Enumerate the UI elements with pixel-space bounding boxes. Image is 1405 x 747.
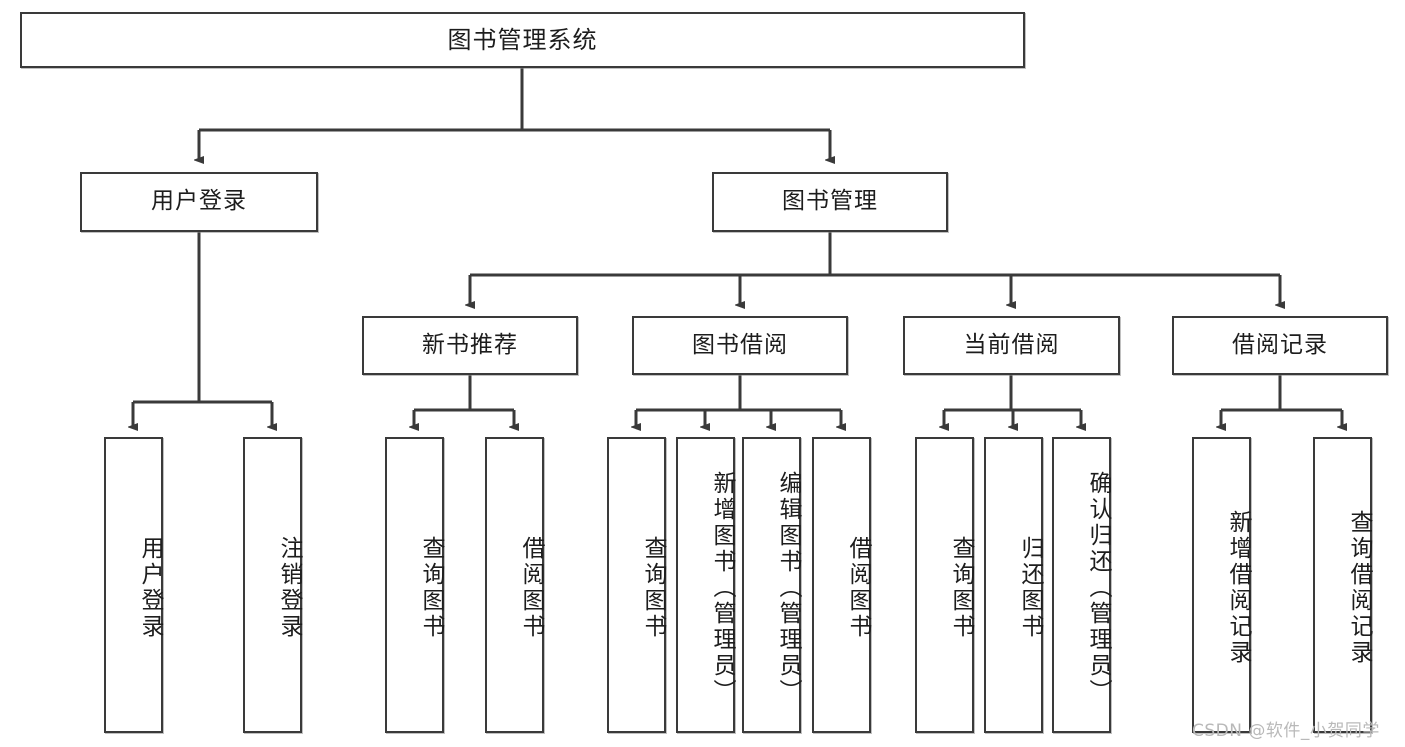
node-label: 编辑图书（管理员） — [775, 471, 801, 705]
node-leaf-query-book-2[interactable]: 查询图书 — [607, 437, 666, 733]
node-borrow-record[interactable]: 借阅记录 — [1172, 316, 1388, 375]
node-label: 查询图书 — [948, 536, 974, 640]
node-leaf-user-login[interactable]: 用户登录 — [104, 437, 163, 733]
csdn-watermark: CSDN @软件_小贺同学 — [1192, 721, 1380, 741]
node-leaf-edit-book[interactable]: 编辑图书（管理员） — [742, 437, 801, 733]
node-label: 图书借阅 — [692, 331, 788, 358]
node-label: 新增图书（管理员） — [709, 471, 735, 705]
node-leaf-borrow-book-2[interactable]: 借阅图书 — [812, 437, 871, 733]
node-leaf-confirm-return[interactable]: 确认归还（管理员） — [1052, 437, 1111, 733]
node-book-borrow[interactable]: 图书借阅 — [632, 316, 848, 375]
node-current-borrow[interactable]: 当前借阅 — [903, 316, 1120, 375]
node-user-login[interactable]: 用户登录 — [80, 172, 318, 232]
node-label: 确认归还（管理员） — [1085, 471, 1111, 705]
node-root-book-management-system[interactable]: 图书管理系统 — [20, 12, 1025, 68]
node-leaf-return-book[interactable]: 归还图书 — [984, 437, 1043, 733]
node-label: 查询图书 — [640, 536, 666, 640]
node-label: 用户登录 — [151, 188, 247, 215]
node-label: 借阅图书 — [518, 536, 544, 640]
node-label: 注销登录 — [276, 536, 302, 640]
node-label: 借阅图书 — [845, 536, 871, 640]
node-label: 图书管理 — [782, 188, 878, 215]
node-label: 新书推荐 — [422, 331, 518, 358]
node-label: 新增借阅记录 — [1225, 510, 1251, 666]
node-leaf-add-record[interactable]: 新增借阅记录 — [1192, 437, 1251, 733]
node-leaf-query-book-3[interactable]: 查询图书 — [915, 437, 974, 733]
node-book-management[interactable]: 图书管理 — [712, 172, 948, 232]
node-leaf-add-book[interactable]: 新增图书（管理员） — [676, 437, 735, 733]
node-label: 借阅记录 — [1232, 331, 1328, 358]
node-label: 图书管理系统 — [447, 25, 598, 54]
node-label: 当前借阅 — [963, 331, 1060, 358]
node-leaf-query-record[interactable]: 查询借阅记录 — [1313, 437, 1372, 733]
node-label: 归还图书 — [1017, 536, 1043, 640]
node-label: 用户登录 — [137, 536, 163, 640]
node-leaf-user-logout[interactable]: 注销登录 — [243, 437, 302, 733]
node-leaf-borrow-book-1[interactable]: 借阅图书 — [485, 437, 544, 733]
node-label: 查询图书 — [418, 536, 444, 640]
node-leaf-query-book-1[interactable]: 查询图书 — [385, 437, 444, 733]
node-new-book-recommend[interactable]: 新书推荐 — [362, 316, 578, 375]
node-label: 查询借阅记录 — [1346, 510, 1372, 666]
